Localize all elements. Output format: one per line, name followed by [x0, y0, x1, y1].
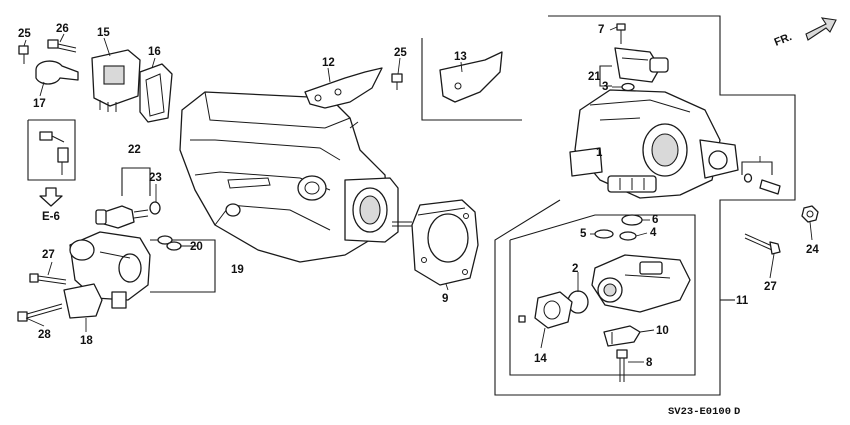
- drawing-code: SV23-E0100: [668, 406, 731, 418]
- callout-label-11: 11: [736, 295, 749, 307]
- gasket-plate-14: [534, 291, 573, 329]
- stud-bolt: [392, 221, 412, 227]
- drawing-revision: D: [734, 406, 740, 418]
- idle-control-valve-sub: [591, 254, 691, 313]
- o-ring-6: [621, 214, 643, 226]
- bracket-22: [121, 167, 151, 196]
- bracket-12: [304, 67, 383, 109]
- throttle-body: [569, 89, 739, 199]
- small-screw: [518, 315, 526, 323]
- callout-label-25b: 25: [394, 47, 407, 59]
- callout-label-14: 14: [534, 353, 547, 365]
- screw-7: [616, 23, 626, 44]
- screw-1: [743, 173, 781, 195]
- callout-label-7: 7: [598, 24, 604, 36]
- bolt-8: [616, 349, 628, 382]
- throttle-sensor-21: [614, 47, 669, 83]
- callout-label-19: 19: [231, 264, 244, 276]
- sensor-group-frame: [27, 119, 76, 181]
- callout-label-21: 21: [588, 71, 601, 83]
- callout-label-27a: 27: [42, 249, 55, 261]
- washer-23: [149, 201, 161, 215]
- callout-label-16: 16: [148, 46, 161, 58]
- callouts: 1 2 3 4 5 6 7 8 9 10 11 12 13 14 15 16 1…: [18, 23, 819, 369]
- drawing-code-block: SV23-E0100 D: [668, 406, 740, 418]
- bolt-27-right: [744, 233, 781, 255]
- callout-label-22: 22: [128, 144, 141, 156]
- callout-label-10: 10: [656, 325, 669, 337]
- callout-label-24: 24: [806, 244, 819, 256]
- gasket-16: [139, 63, 173, 123]
- stay-13-frame: [421, 38, 522, 121]
- bracket-19: [150, 239, 216, 293]
- valve-18: [63, 231, 151, 319]
- callout-label-15: 15: [97, 27, 110, 39]
- callout-label-27b: 27: [764, 281, 777, 293]
- callout-label-17: 17: [33, 98, 46, 110]
- o-ring-4: [619, 231, 637, 241]
- direction-label: FR.: [773, 31, 794, 49]
- callout-label-1: 1: [596, 147, 603, 159]
- callout-label-20: 20: [190, 241, 203, 253]
- callout-label-18: 18: [80, 335, 93, 347]
- assembly-frames: [27, 15, 796, 396]
- callout-label-23: 23: [149, 172, 162, 184]
- bolt-28: [17, 303, 63, 322]
- callout-label-26: 26: [56, 23, 69, 35]
- bracket-10: [603, 325, 641, 347]
- clamp-17: [35, 60, 79, 85]
- callout-label-28: 28: [38, 329, 51, 341]
- bracket-1: [741, 161, 773, 175]
- reference-label: E-6: [42, 211, 60, 223]
- callout-label-2: 2: [572, 263, 578, 275]
- connector-sensor: [39, 131, 69, 175]
- callout-label-9: 9: [442, 293, 448, 305]
- intake-manifold: [179, 91, 399, 263]
- sensor-15: [91, 49, 141, 112]
- bolt-25-middle: [391, 73, 403, 90]
- callout-label-6: 6: [652, 214, 658, 226]
- callout-label-3: 3: [602, 81, 608, 93]
- front-arrow-icon: [805, 17, 837, 41]
- o-ring-3: [621, 82, 635, 92]
- callout-label-5: 5: [580, 228, 587, 240]
- bolt-27-left: [29, 273, 67, 285]
- bracket-21: [599, 65, 612, 87]
- bolt-26: [47, 39, 77, 53]
- front-direction-indicator: FR.: [773, 17, 837, 49]
- callout-label-25a: 25: [18, 28, 31, 40]
- o-ring-20b: [166, 241, 182, 251]
- reference-arrow: [39, 187, 63, 207]
- callout-label-13: 13: [454, 51, 467, 63]
- nut-24: [801, 205, 819, 223]
- callout-label-8: 8: [646, 357, 653, 369]
- bolt-25-left: [18, 45, 29, 64]
- throttle-group-frame: [494, 15, 796, 396]
- throttle-subassembly-frame: [509, 214, 696, 376]
- gasket-9: [411, 199, 479, 286]
- o-ring-5: [594, 229, 614, 239]
- sensor-22: [95, 205, 149, 229]
- stay-13: [439, 51, 503, 103]
- o-ring-20a: [157, 235, 173, 245]
- leader-lines: [23, 26, 813, 363]
- callout-label-12: 12: [322, 57, 335, 69]
- callout-label-4: 4: [650, 227, 657, 239]
